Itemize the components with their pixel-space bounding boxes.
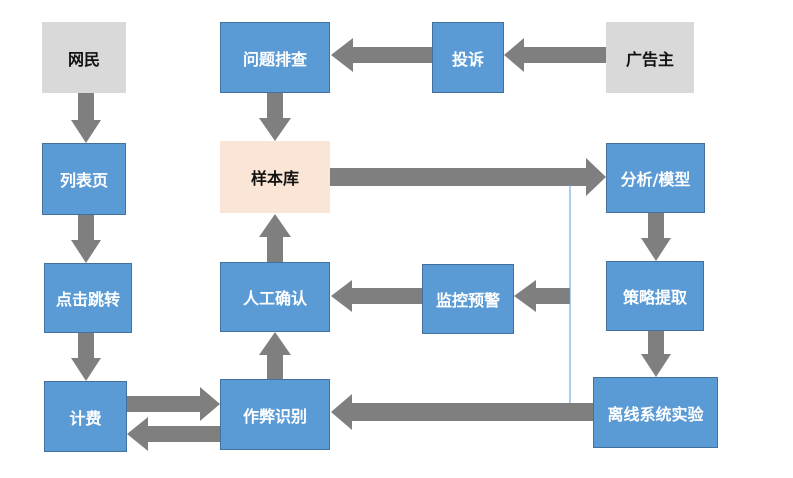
node-analysis-model: 分析/模型 (606, 143, 705, 213)
arrow-strategy-to-offline (641, 331, 671, 377)
node-monitor-alert: 监控预警 (422, 264, 514, 334)
node-click-redirect: 点击跳转 (44, 263, 132, 333)
node-netizen: 网民 (42, 22, 126, 93)
node-strategy-extract: 策略提取 (606, 261, 704, 331)
arrow-confirm-to-library (259, 214, 291, 262)
arrow-into-monitor (514, 280, 570, 312)
arrow-list-to-click (71, 215, 101, 263)
node-sample-library: 样本库 (220, 141, 330, 213)
node-manual-confirm: 人工确认 (220, 262, 330, 332)
arrow-complaint-to-problem (331, 38, 432, 72)
arrow-click-to-billing (71, 333, 101, 381)
arrow-offline-to-fraud (331, 394, 593, 430)
arrow-library-to-analysis (330, 158, 606, 196)
arrow-monitor-to-confirm (331, 280, 422, 312)
node-advertiser: 广告主 (606, 22, 694, 93)
arrow-problem-to-library (259, 93, 291, 141)
node-billing: 计费 (44, 381, 127, 452)
arrow-billing-to-fraud (127, 387, 220, 421)
node-complaint: 投诉 (432, 22, 504, 93)
arrow-analysis-to-strategy (641, 213, 671, 261)
arrow-advertiser-to-complaint (504, 38, 606, 72)
arrow-fraud-to-confirm (259, 332, 291, 379)
arrow-fraud-to-billing (127, 417, 220, 451)
arrow-netizen-to-list (71, 93, 101, 143)
node-problem-check: 问题排查 (220, 22, 330, 93)
node-offline-experiment: 离线系统实验 (593, 377, 718, 448)
node-fraud-detect: 作弊识别 (220, 379, 330, 450)
node-list-page: 列表页 (42, 143, 126, 215)
